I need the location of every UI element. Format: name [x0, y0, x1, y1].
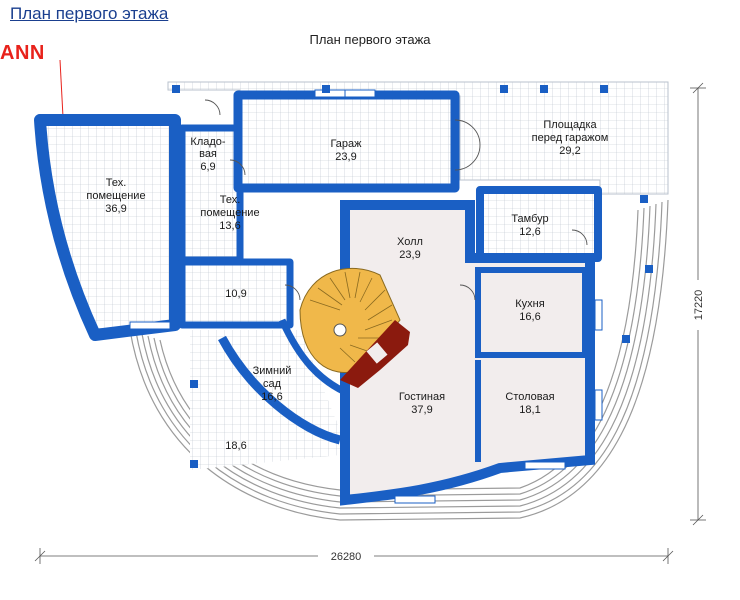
height-dimension: [690, 82, 706, 526]
garage-area: 23,9: [335, 151, 356, 163]
pantry-name2: вая: [199, 148, 217, 160]
pantry-area: 6,9: [200, 161, 215, 173]
tech1-area: 36,9: [105, 203, 126, 215]
garage-name: Гараж: [330, 138, 362, 150]
plan-title: План первого этажа: [309, 32, 431, 47]
winter-garden-inner-wall: [278, 318, 347, 396]
fireplace-hearth: [366, 342, 388, 364]
hall-area: 23,9: [399, 249, 420, 261]
dining-area: 18,1: [519, 404, 540, 416]
garage-platform-area: [167, 81, 669, 195]
small-room-area: 10,9: [225, 288, 246, 300]
living-area: 37,9: [411, 404, 432, 416]
pantry-name1: Кладо-: [190, 136, 225, 148]
kitchen-area: 16,6: [519, 311, 540, 323]
winter-garden-wall: [218, 335, 342, 445]
tech2-area: 13,6: [219, 220, 240, 232]
doors: [204, 99, 588, 301]
platform-name2: перед гаражом: [532, 132, 609, 144]
pillars: [172, 85, 653, 468]
hall-name: Холл: [397, 236, 423, 248]
tech2-name1: Тех.: [220, 194, 241, 206]
kitchen-name: Кухня: [515, 298, 544, 310]
tech1-name2: помещение: [86, 190, 145, 202]
tech2-name2: помещение: [200, 207, 259, 219]
width-dimension-label: 26280: [331, 551, 362, 563]
living-name: Гостиная: [399, 391, 445, 403]
height-dimension-label: 17220: [693, 290, 705, 321]
width-dimension: [34, 548, 674, 564]
vestibule-name: Тамбур: [511, 213, 548, 225]
winter-garden-area: 16,6: [261, 391, 282, 403]
platform-name1: Площадка: [543, 119, 597, 131]
kitchen-walls: [475, 267, 588, 358]
winter-garden-name1: Зимний: [253, 365, 292, 377]
page-title[interactable]: План первого этажа: [10, 4, 169, 23]
dining-name: Столовая: [505, 391, 554, 403]
vestibule-area: 12,6: [519, 226, 540, 238]
building-walls: [34, 90, 602, 341]
terrace-area: 18,6: [225, 440, 246, 452]
tech1-name1: Тех.: [106, 177, 127, 189]
platform-area: 29,2: [559, 145, 580, 157]
winter-garden-name2: сад: [263, 378, 282, 390]
windows: [129, 89, 603, 504]
brand-logo: ANN: [0, 42, 45, 64]
